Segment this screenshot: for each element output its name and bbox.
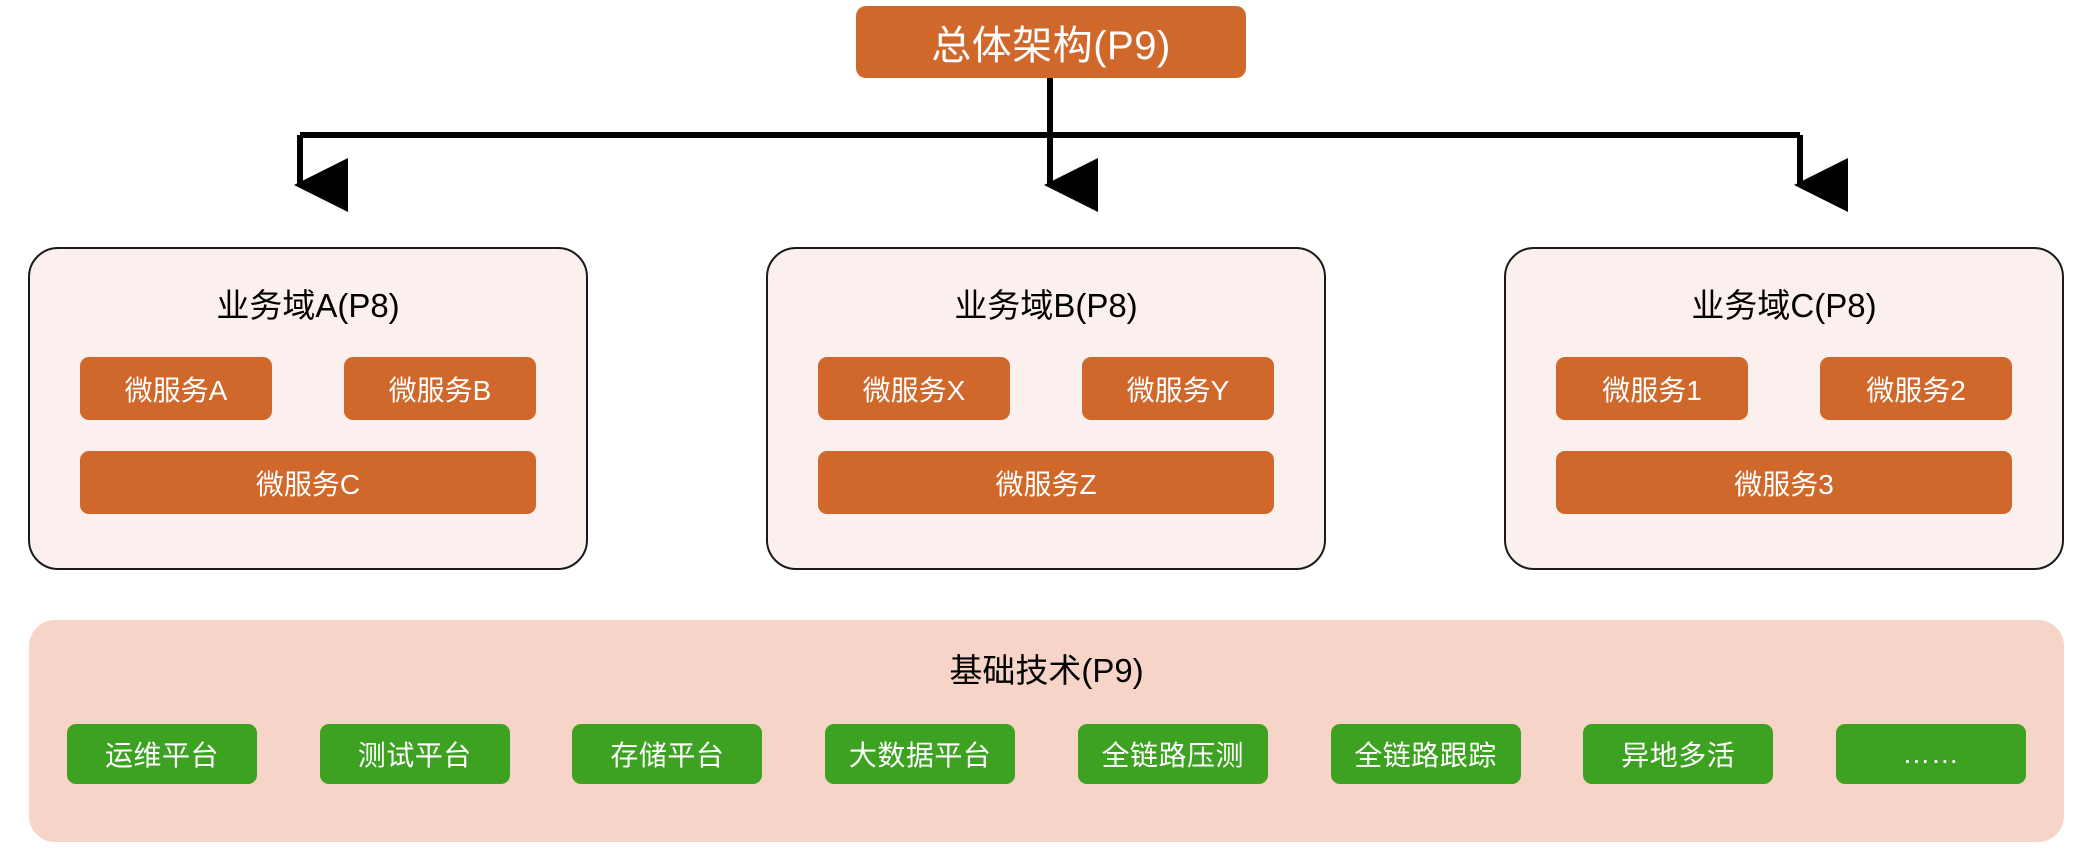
root-node-overall-architecture[interactable]: 总体架构(P9) — [856, 6, 1246, 78]
service-chip[interactable]: 微服务Y — [1082, 357, 1274, 420]
domain-title-c: 业务域C(P8) — [1691, 287, 1877, 324]
domain-box-a[interactable]: 业务域A(P8) 微服务A 微服务B 微服务C — [28, 247, 588, 570]
service-chip[interactable]: 微服务1 — [1556, 357, 1748, 420]
service-chip[interactable]: 微服务A — [80, 357, 272, 420]
service-row-bottom-b: 微服务Z — [818, 451, 1274, 514]
service-chip[interactable]: 微服务C — [80, 451, 536, 514]
foundation-title: 基础技术(P9) — [949, 652, 1144, 689]
service-chip[interactable]: 微服务2 — [1820, 357, 2012, 420]
service-row-bottom-a: 微服务C — [80, 451, 536, 514]
platform-chip[interactable]: 存储平台 — [572, 724, 763, 784]
platform-chip[interactable]: 大数据平台 — [825, 724, 1016, 784]
service-chip[interactable]: 微服务X — [818, 357, 1010, 420]
service-chip[interactable]: 微服务B — [344, 357, 536, 420]
platform-chip-more[interactable]: …… — [1835, 724, 2026, 784]
platform-chip[interactable]: 全链路压测 — [1077, 724, 1268, 784]
platform-chip[interactable]: 运维平台 — [67, 724, 257, 784]
platform-chip[interactable]: 异地多活 — [1583, 724, 1774, 784]
service-row-top-b: 微服务X 微服务Y — [818, 357, 1274, 420]
domain-title-b: 业务域B(P8) — [954, 287, 1138, 324]
foundation-platform-row: 运维平台 测试平台 存储平台 大数据平台 全链路压测 全链路跟踪 异地多活 …… — [67, 724, 2026, 784]
root-node-label: 总体架构(P9) — [931, 24, 1171, 68]
domain-box-b[interactable]: 业务域B(P8) 微服务X 微服务Y 微服务Z — [766, 247, 1326, 570]
service-chip[interactable]: 微服务3 — [1556, 451, 2012, 514]
platform-chip[interactable]: 测试平台 — [319, 724, 510, 784]
domain-title-a: 业务域A(P8) — [216, 287, 400, 324]
platform-chip[interactable]: 全链路跟踪 — [1330, 724, 1521, 784]
service-row-top-c: 微服务1 微服务2 — [1556, 357, 2012, 420]
service-chip[interactable]: 微服务Z — [818, 451, 1274, 514]
domain-box-c[interactable]: 业务域C(P8) 微服务1 微服务2 微服务3 — [1504, 247, 2064, 570]
service-row-bottom-c: 微服务3 — [1556, 451, 2012, 514]
foundation-panel: 基础技术(P9) 运维平台 测试平台 存储平台 大数据平台 全链路压测 全链路跟… — [29, 620, 2064, 842]
service-row-top-a: 微服务A 微服务B — [80, 357, 536, 420]
